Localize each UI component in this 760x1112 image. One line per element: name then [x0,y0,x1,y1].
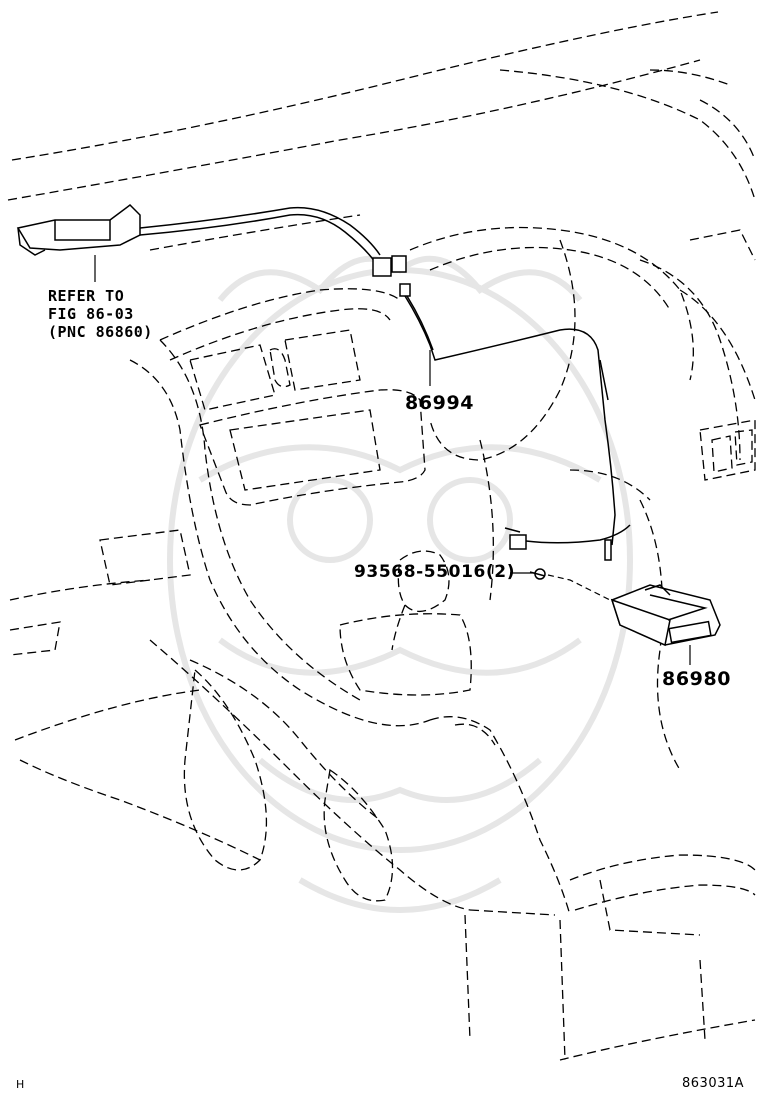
corner-mark: H [16,1078,25,1091]
reference-note-line-2: FIG 86-03 [48,305,134,323]
part-number-86994[interactable]: 86994 [405,392,475,414]
solid-components [16,204,721,647]
leader-lines [94,255,691,665]
figure-code: 863031A [682,1076,745,1091]
dashboard-outline [7,11,756,1061]
reference-note-line-3: (PNC 86860) [48,323,153,341]
part-number-93568-55016[interactable]: 93568-55016(2) [354,562,516,582]
reference-note: REFER TO FIG 86-03 (PNC 86860) [48,287,153,341]
watermark-emblem [167,255,633,913]
reference-note-line-1: REFER TO [48,287,125,305]
part-number-86980[interactable]: 86980 [662,668,732,690]
